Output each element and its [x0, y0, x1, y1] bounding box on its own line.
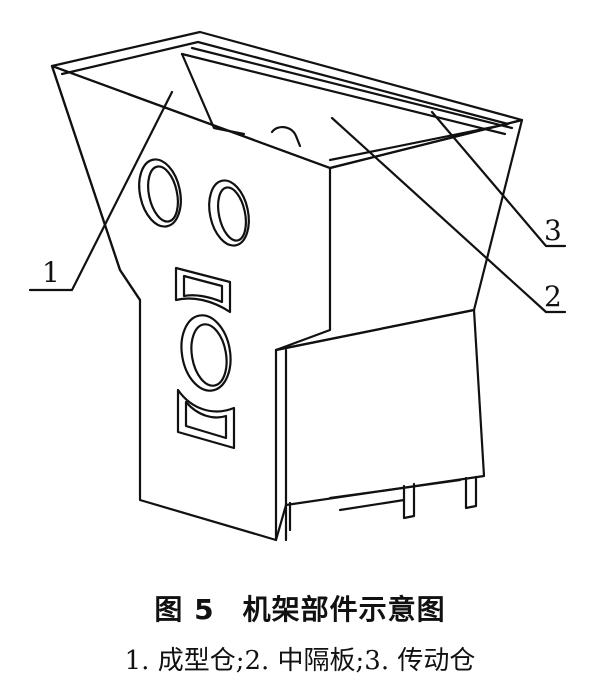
- callout-3-label: 3: [544, 214, 562, 247]
- left-skirt: [50, 64, 142, 302]
- frame-component-diagram: 1 2 3: [28, 30, 567, 542]
- bottom-leg-2: [402, 482, 416, 520]
- bottom-leg-3: [464, 475, 478, 510]
- leader-line-2: [330, 116, 567, 314]
- callout-1-label: 1: [42, 256, 60, 289]
- lower-slot: [176, 388, 236, 450]
- middle-partition-edge: [180, 46, 514, 136]
- leader-line-1: [28, 90, 174, 292]
- callout-2-label: 2: [544, 280, 562, 313]
- lower-slot-inner: [184, 400, 228, 440]
- right-lower-panel: [274, 308, 486, 542]
- shaft-glimpse: [270, 126, 302, 148]
- front-face: [50, 64, 332, 542]
- upper-left-hole-inner: [147, 165, 179, 223]
- right-upper-panel: [274, 118, 524, 352]
- center-hole-inner: [190, 323, 228, 387]
- hopper-top-rim: [50, 30, 524, 170]
- upper-right-hole: [208, 179, 250, 247]
- upper-left-hole: [138, 158, 182, 228]
- hopper-inner-rim: [60, 40, 510, 162]
- figure-caption-title: 图 5 机架部件示意图: [0, 588, 600, 628]
- center-hole: [180, 314, 232, 392]
- upper-right-hole-inner: [217, 186, 247, 242]
- upper-slot-inner: [182, 274, 224, 304]
- figure-number: 图 5: [154, 593, 215, 626]
- bottom-rail: [328, 478, 462, 512]
- figure-title: 机架部件示意图: [242, 593, 446, 626]
- leader-line-3: [430, 110, 567, 248]
- upper-slot: [174, 266, 232, 314]
- figure-legend: 1. 成型仓;2. 中隔板;3. 传动仓: [124, 646, 476, 676]
- bottom-leg-1: [284, 501, 292, 542]
